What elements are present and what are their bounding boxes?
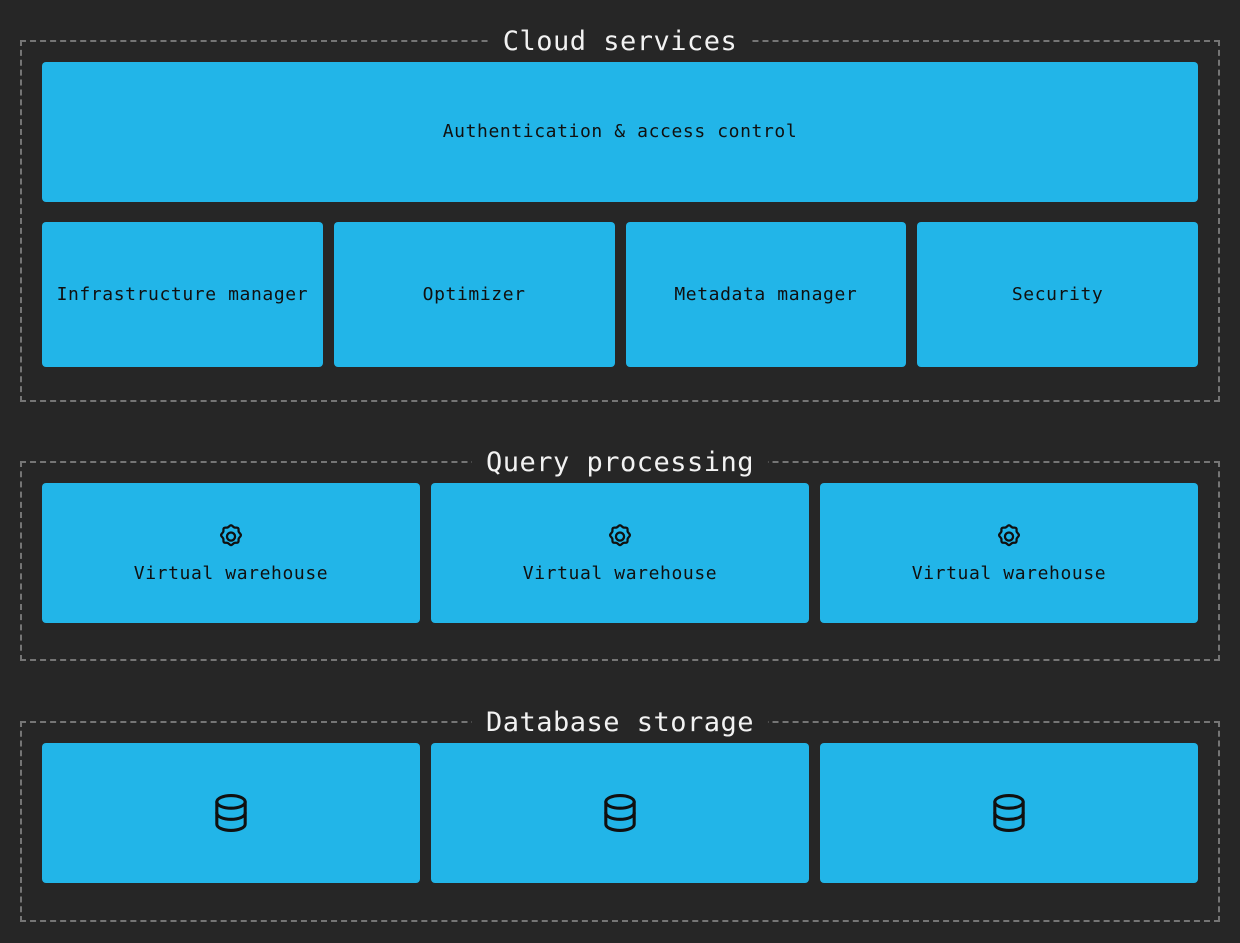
node-label: Authentication & access control: [442, 121, 798, 142]
gear-icon: [215, 521, 247, 553]
node-database-storage-2[interactable]: [431, 743, 809, 883]
node-label: Infrastructure manager: [56, 283, 309, 305]
database-icon: [597, 790, 643, 836]
group-query-processing: Query processing Virtual warehouse: [20, 448, 1220, 661]
group-title-query-processing: Query processing: [471, 448, 769, 478]
node-database-storage-1[interactable]: [42, 743, 420, 883]
node-virtual-warehouse-2[interactable]: Virtual warehouse: [431, 483, 809, 623]
node-label: Virtual warehouse: [522, 563, 718, 584]
node-virtual-warehouse-1[interactable]: Virtual warehouse: [42, 483, 420, 623]
row-virtual-warehouses: Virtual warehouse Virtual warehouse: [42, 483, 1198, 623]
node-metadata-manager[interactable]: Metadata manager: [625, 222, 907, 367]
node-label: Metadata manager: [674, 283, 858, 305]
group-body-query-processing: Virtual warehouse Virtual warehouse: [22, 463, 1218, 643]
row-cloud-services-secondary: Infrastructure manager Optimizer Metadat…: [42, 222, 1198, 367]
node-optimizer[interactable]: Optimizer: [333, 222, 615, 367]
node-label: Optimizer: [422, 283, 526, 305]
row-cloud-services-primary: Authentication & access control: [42, 62, 1198, 202]
group-cloud-services: Cloud services Authentication & access c…: [20, 27, 1220, 402]
row-database-storage: [42, 743, 1198, 883]
group-body-database-storage: [22, 723, 1218, 903]
gear-icon: [604, 521, 636, 553]
node-label: Security: [1011, 283, 1104, 305]
node-security[interactable]: Security: [917, 222, 1198, 367]
group-database-storage: Database storage: [20, 708, 1220, 922]
node-virtual-warehouse-3[interactable]: Virtual warehouse: [820, 483, 1198, 623]
database-icon: [208, 790, 254, 836]
node-authentication-access-control[interactable]: Authentication & access control: [42, 62, 1198, 202]
node-label: Virtual warehouse: [911, 563, 1107, 584]
node-label: Virtual warehouse: [133, 563, 329, 584]
group-body-cloud-services: Authentication & access control Infrastr…: [22, 42, 1218, 387]
group-title-database-storage: Database storage: [471, 708, 769, 738]
group-title-cloud-services: Cloud services: [488, 27, 752, 57]
gear-icon: [993, 521, 1025, 553]
node-infrastructure-manager[interactable]: Infrastructure manager: [42, 222, 323, 367]
node-database-storage-3[interactable]: [820, 743, 1198, 883]
database-icon: [986, 790, 1032, 836]
